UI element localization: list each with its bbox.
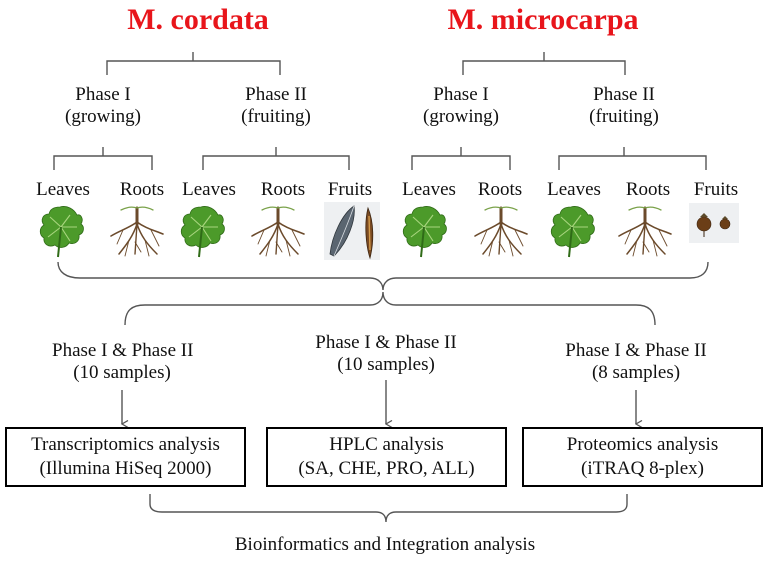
- phase-stage: (fruiting): [589, 106, 659, 128]
- tissue-label: Leaves: [547, 179, 601, 200]
- analysis-detail: (iTRAQ 8-plex): [581, 458, 704, 479]
- sample-group-count: (10 samples): [337, 354, 435, 376]
- phase-bracket: [53, 147, 153, 170]
- species-title: M. cordata: [127, 3, 269, 36]
- tissue-label: Fruits: [327, 179, 373, 200]
- tissue-merge-bracket: [57, 261, 709, 291]
- tissue-label: Roots: [119, 179, 165, 200]
- fruit-berry-image: [688, 202, 740, 244]
- analysis-detail: (Illumina HiSeq 2000): [39, 458, 212, 479]
- sample-group-label: Phase I & Phase II: [565, 340, 707, 361]
- species-bracket: [462, 52, 626, 75]
- integration-label: Bioinformatics and Integration analysis: [234, 534, 536, 555]
- sample-group: Phase I & Phase II (10 samples): [52, 340, 194, 385]
- leaf-image: [180, 205, 226, 258]
- species-title: M. microcarpa: [447, 3, 639, 36]
- phase-label: Phase I (growing): [411, 84, 511, 129]
- sample-group: Phase I & Phase II (8 samples): [564, 340, 708, 385]
- leaf-image: [39, 205, 85, 258]
- sample-group-count: (8 samples): [591, 362, 681, 384]
- phase-name: Phase I: [75, 84, 131, 105]
- sample-group-count: (10 samples): [73, 362, 171, 384]
- analysis-box-proteomics: Proteomics analysis (iTRAQ 8-plex): [522, 427, 763, 487]
- phase-stage: (fruiting): [241, 106, 311, 128]
- root-image: [109, 205, 165, 258]
- sample-group-label: Phase I & Phase II: [52, 340, 194, 361]
- tissue-label: Fruits: [693, 179, 739, 200]
- root-image: [473, 205, 529, 258]
- tissue-label: Roots: [625, 179, 671, 200]
- root-image: [617, 205, 673, 258]
- phase-bracket: [558, 147, 707, 170]
- tissue-label: Leaves: [402, 179, 456, 200]
- species-bracket: [106, 52, 281, 75]
- leaf-image: [402, 205, 448, 258]
- analysis-title: Proteomics analysis: [566, 434, 719, 456]
- tissue-label: Leaves: [182, 179, 236, 200]
- phase-label: Phase II (fruiting): [226, 84, 326, 129]
- analysis-title: Transcriptomics analysis: [31, 434, 220, 456]
- sample-group-label: Phase I & Phase II: [315, 332, 457, 353]
- tissue-label: Leaves: [36, 179, 90, 200]
- integration-bracket: [149, 494, 628, 523]
- phase-label: Phase II (fruiting): [574, 84, 674, 129]
- tissue-label: Roots: [477, 179, 523, 200]
- root-image: [250, 205, 306, 258]
- leaf-image: [550, 205, 596, 258]
- sample-group: Phase I & Phase II (10 samples): [314, 332, 458, 377]
- tissue-label: Roots: [260, 179, 306, 200]
- fruit-pod-image: [323, 201, 381, 261]
- analysis-box-transcriptomics: Transcriptomics analysis (Illumina HiSeq…: [5, 427, 246, 487]
- phase-bracket: [411, 147, 511, 170]
- analysis-title: HPLC analysis: [329, 434, 444, 456]
- analysis-detail: (SA, CHE, PRO, ALL): [298, 458, 475, 479]
- phase-name: Phase I: [433, 84, 489, 105]
- phase-name: Phase II: [245, 84, 307, 105]
- phase-name: Phase II: [593, 84, 655, 105]
- phase-bracket: [202, 147, 350, 170]
- phase-stage: (growing): [65, 106, 141, 128]
- phase-stage: (growing): [423, 106, 499, 128]
- sample-bracket: [124, 291, 656, 326]
- phase-label: Phase I (growing): [53, 84, 153, 129]
- analysis-box-hplc: HPLC analysis (SA, CHE, PRO, ALL): [266, 427, 507, 487]
